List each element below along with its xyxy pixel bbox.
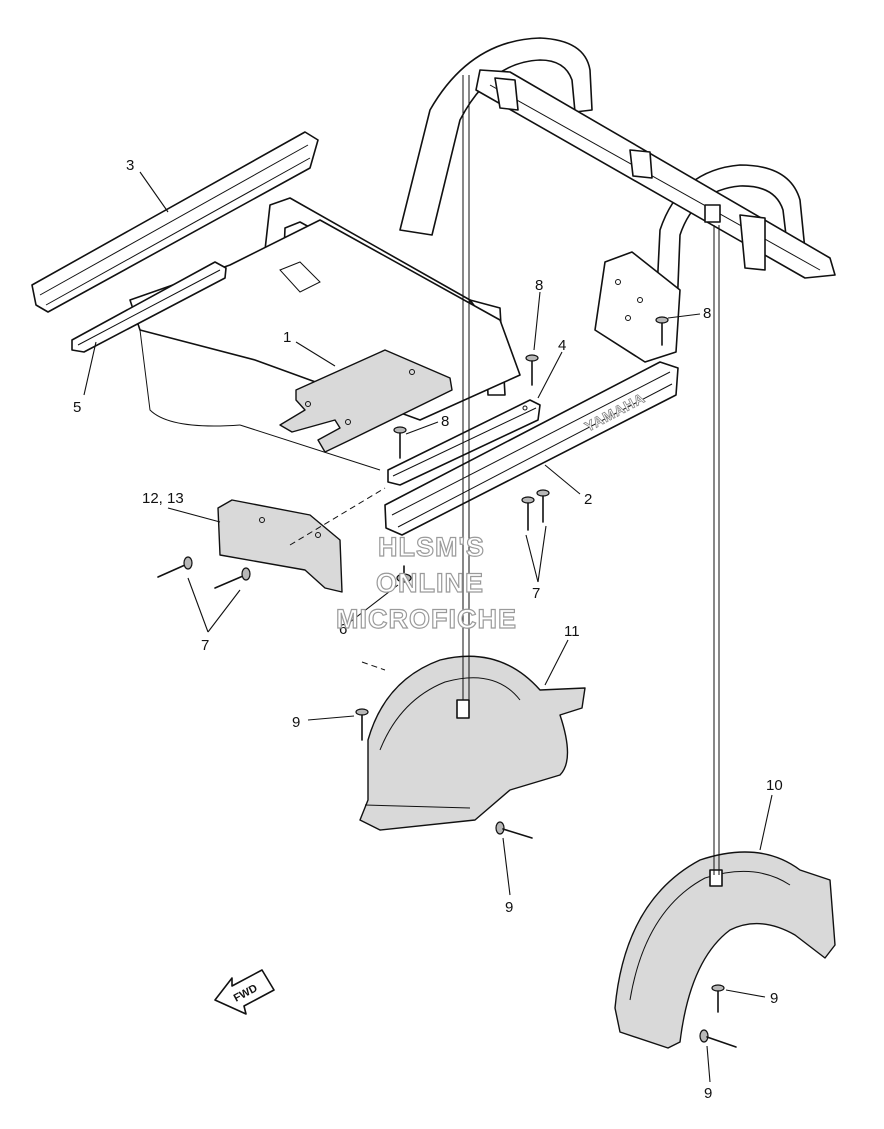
callout-6: 6 <box>339 621 347 638</box>
fastener-screw-9-front-lower <box>699 1029 737 1048</box>
callout-9-rear-lower: 9 <box>505 899 513 916</box>
callout-7-left: 7 <box>201 637 209 654</box>
callout-9-front-lower: 9 <box>704 1085 712 1102</box>
callout-12-13: 12, 13 <box>142 490 184 507</box>
part-2-side-panel: YAMAHA <box>384 361 679 536</box>
part-3-trim-bar <box>31 131 319 313</box>
leader-lines <box>83 171 773 1083</box>
part-4-side-rail <box>387 399 541 486</box>
callout-1: 1 <box>283 329 291 346</box>
fastener-bolt-8-upper <box>525 354 539 386</box>
fastener-screw-9-front-upper <box>711 984 725 1013</box>
callout-7-right: 7 <box>532 585 540 602</box>
callout-5: 5 <box>73 399 81 416</box>
fastener-clip-6 <box>396 565 412 583</box>
fastener-bolt-8-right <box>655 316 669 346</box>
watermark-line-2: ONLINE <box>376 568 484 598</box>
roll-bar-frame <box>129 37 836 471</box>
fwd-arrow-icon: FWD <box>214 969 275 1015</box>
callout-9-rear-upper: 9 <box>292 714 300 731</box>
watermark: HLSM'S ONLINE MICROFICHE <box>335 531 517 634</box>
callout-11: 11 <box>564 623 580 640</box>
part-11-rear-fender <box>359 655 586 831</box>
fastener-rivet-7-pair-left <box>157 556 251 589</box>
callout-10: 10 <box>766 777 783 794</box>
fastener-rivet-7-pair-right <box>521 489 550 531</box>
callout-numbers: 3 1 5 4 8 8 8 2 12, 13 7 7 6 11 9 9 10 9… <box>73 157 783 1102</box>
fastener-screw-9-rear-lower <box>495 821 533 839</box>
alignment-guides <box>289 75 720 875</box>
callout-8-upper: 8 <box>535 277 543 294</box>
callout-8-mid: 8 <box>441 413 449 430</box>
part-10-front-fender <box>614 851 836 1049</box>
fastener-bolt-8-mid <box>393 426 407 459</box>
callout-4: 4 <box>558 337 566 354</box>
callout-2: 2 <box>584 491 592 508</box>
part-1-floor-mat <box>279 349 453 453</box>
callout-3: 3 <box>126 157 134 174</box>
part-12-13-mud-flap <box>217 499 343 593</box>
watermark-line-3: MICROFICHE <box>336 604 517 634</box>
part-5-side-strip <box>71 261 227 353</box>
fastener-screw-9-rear-upper <box>355 708 369 741</box>
callout-8-right: 8 <box>703 305 711 322</box>
callout-9-front-upper: 9 <box>770 990 778 1007</box>
watermark-line-1: HLSM'S <box>378 532 485 562</box>
